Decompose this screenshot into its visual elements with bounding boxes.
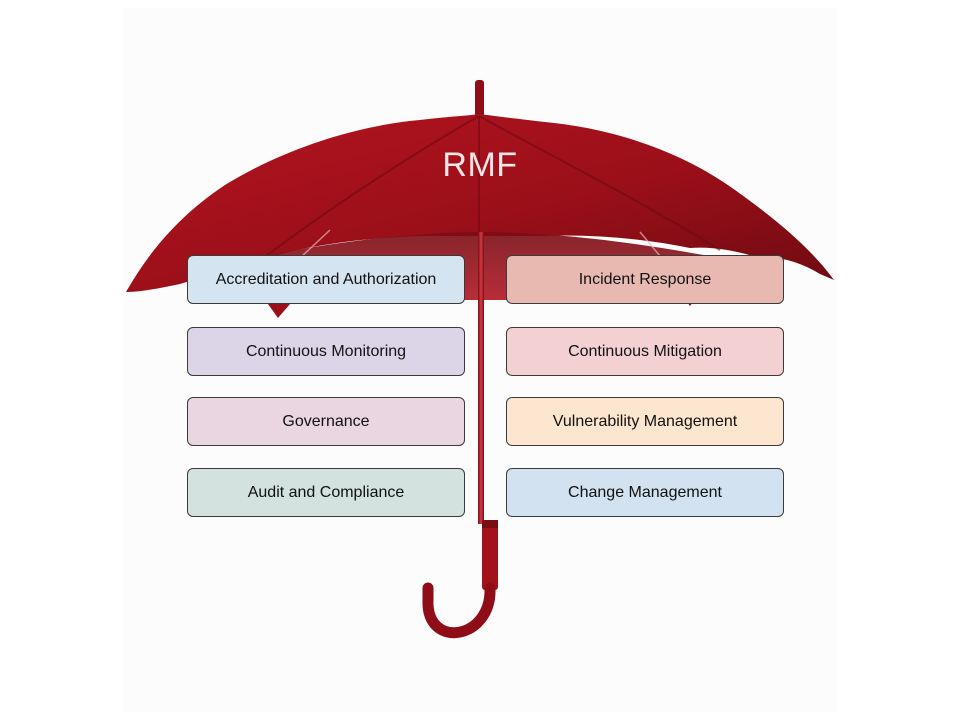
item-box: Continuous Mitigation — [506, 327, 784, 376]
item-box: Accreditation and Authorization — [187, 255, 465, 304]
item-box: Continuous Monitoring — [187, 327, 465, 376]
item-box: Audit and Compliance — [187, 468, 465, 517]
item-box: Governance — [187, 397, 465, 446]
umbrella-shaft — [478, 232, 484, 524]
item-box: Incident Response — [506, 255, 784, 304]
item-box: Change Management — [506, 468, 784, 517]
item-box: Vulnerability Management — [506, 397, 784, 446]
umbrella-handle-sleeve — [482, 520, 498, 590]
umbrella-tip — [475, 80, 484, 124]
umbrella-hook — [422, 582, 496, 639]
diagram-title: RMF — [442, 146, 518, 184]
